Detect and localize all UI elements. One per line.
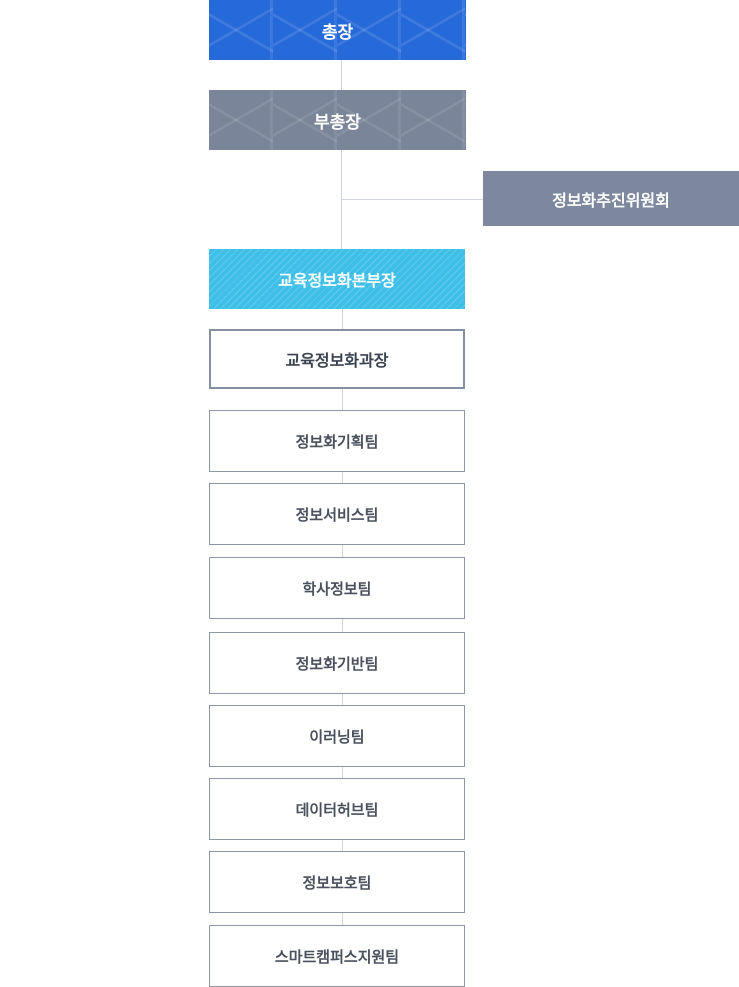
director-label: 교육정보화과장 xyxy=(285,351,389,370)
team-label: 이러닝팀 xyxy=(309,727,365,746)
president-box[interactable]: 총장 xyxy=(209,0,466,60)
team-label: 학사정보팀 xyxy=(302,579,372,598)
team-label: 데이터허브팀 xyxy=(295,800,379,819)
committee-box[interactable]: 정보화추진위원회 xyxy=(483,171,739,226)
team-label: 정보보호팀 xyxy=(302,873,372,892)
committee-label: 정보화추진위원회 xyxy=(552,190,670,210)
president-label: 총장 xyxy=(321,22,354,43)
connector-teams xyxy=(342,309,343,929)
connector-committee xyxy=(341,199,483,200)
director-box[interactable]: 교육정보화과장 xyxy=(209,329,465,389)
team-box[interactable]: 스마트캠퍼스지원팀 xyxy=(209,925,465,987)
team-label: 정보서비스팀 xyxy=(295,505,379,524)
team-box[interactable]: 정보보호팀 xyxy=(209,851,465,913)
team-label: 정보화기획팀 xyxy=(295,432,379,451)
cio-office-box[interactable]: 교육정보화본부장 xyxy=(209,249,465,309)
team-label: 스마트캠퍼스지원팀 xyxy=(274,947,400,966)
team-box[interactable]: 학사정보팀 xyxy=(209,557,465,619)
cio-office-label: 교육정보화본부장 xyxy=(278,271,396,290)
team-box[interactable]: 데이터허브팀 xyxy=(209,778,465,840)
vice-president-box[interactable]: 부총장 xyxy=(209,90,466,150)
team-box[interactable]: 정보화기획팀 xyxy=(209,410,465,472)
team-box[interactable]: 정보화기반팀 xyxy=(209,632,465,694)
team-label: 정보화기반팀 xyxy=(295,654,379,673)
connector-trunk xyxy=(341,60,342,250)
team-box[interactable]: 이러닝팀 xyxy=(209,705,465,767)
team-box[interactable]: 정보서비스팀 xyxy=(209,483,465,545)
vice-president-label: 부총장 xyxy=(314,112,361,133)
